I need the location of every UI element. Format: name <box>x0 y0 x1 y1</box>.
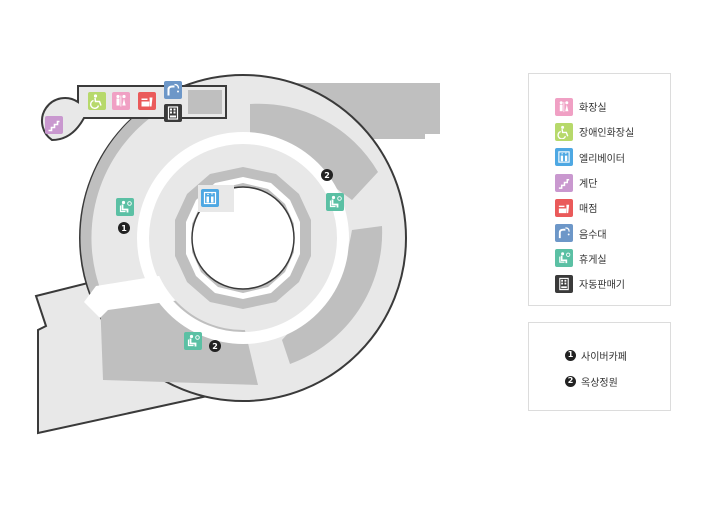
number-badge: 2 <box>565 375 576 387</box>
lounge-icon-right[interactable] <box>326 193 344 211</box>
lounge-icon-left[interactable] <box>116 198 134 216</box>
marker-rooftop-garden-bottom[interactable]: 2 <box>209 340 221 352</box>
legend-item-accessible-restroom: 장애인화장실 <box>555 119 634 144</box>
legend-item-cyber-cafe: 1 사이버카페 <box>565 342 627 368</box>
numbered-legend: 1 사이버카페 2 옥상정원 <box>528 322 671 411</box>
legend-label: 매점 <box>579 204 598 216</box>
lounge-icon-bottom[interactable] <box>184 332 202 350</box>
svg-text:2: 2 <box>324 171 330 180</box>
legend-item-vending-machine: 자동판매기 <box>555 271 634 296</box>
legend-item-water-fountain: 음수대 <box>555 220 634 245</box>
accessible-restroom-icon <box>555 122 573 141</box>
legend-label: 사이버카페 <box>581 351 627 363</box>
lounge-icon <box>555 249 573 268</box>
number-badge: 1 <box>565 349 576 361</box>
legend-label: 자동판매기 <box>579 280 625 292</box>
store-icon <box>555 198 573 217</box>
legend-item-rooftop-garden: 2 옥상정원 <box>565 368 627 394</box>
elevator-icon[interactable] <box>201 189 219 207</box>
legend-label: 계단 <box>579 179 598 191</box>
stairs-icon <box>555 173 573 192</box>
water-fountain-icon[interactable] <box>164 81 182 99</box>
marker-rooftop-garden-top[interactable]: 2 <box>321 169 333 181</box>
water-fountain-icon <box>555 224 573 243</box>
legend-label: 화장실 <box>579 103 607 115</box>
legend-label: 장애인화장실 <box>579 128 635 140</box>
svg-text:1: 1 <box>121 224 127 233</box>
facility-legend-list: 화장실 장애인화장실 엘리베이터 계단 매점 음수대 휴게실 자동판매기 <box>555 94 634 296</box>
legend-item-lounge: 휴게실 <box>555 246 634 271</box>
legend-item-restroom: 화장실 <box>555 94 634 119</box>
building-floor <box>34 74 440 435</box>
legend-item-store: 매점 <box>555 195 634 220</box>
elevator-icon <box>555 148 573 167</box>
vending-machine-icon[interactable] <box>164 104 182 122</box>
legend-item-elevator: 엘리베이터 <box>555 145 634 170</box>
restroom-icon <box>555 97 573 116</box>
vending-machine-icon <box>555 274 573 293</box>
marker-cyber-cafe[interactable]: 1 <box>118 222 130 234</box>
upper-corridor <box>40 85 227 142</box>
restroom-icon[interactable] <box>112 92 130 110</box>
numbered-legend-list: 1 사이버카페 2 옥상정원 <box>565 342 627 394</box>
facility-legend: 화장실 장애인화장실 엘리베이터 계단 매점 음수대 휴게실 자동판매기 <box>528 73 671 306</box>
legend-label: 휴게실 <box>579 254 607 266</box>
accessible-restroom-icon[interactable] <box>88 92 106 110</box>
legend-label: 엘리베이터 <box>579 153 625 165</box>
svg-text:2: 2 <box>212 342 218 351</box>
store-icon[interactable] <box>138 92 156 110</box>
stairs-icon[interactable] <box>45 116 63 134</box>
legend-label: 옥상정원 <box>581 377 618 389</box>
legend-item-stairs: 계단 <box>555 170 634 195</box>
legend-label: 음수대 <box>579 229 607 241</box>
